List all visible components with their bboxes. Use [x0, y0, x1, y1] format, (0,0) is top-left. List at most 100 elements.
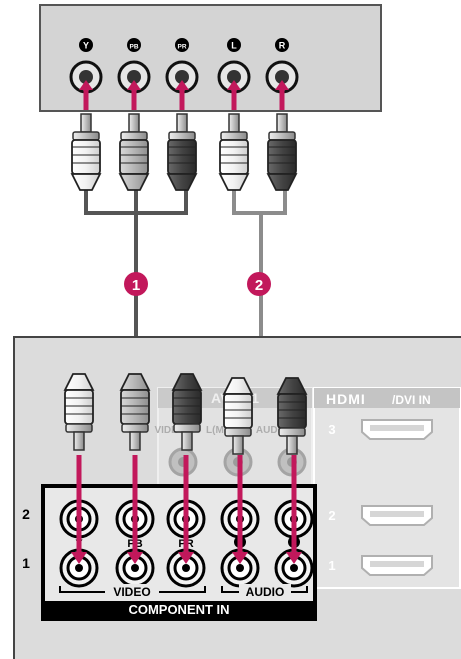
plug-body	[167, 139, 197, 175]
source-jack-label-badge	[79, 38, 93, 52]
source-plug-pr[interactable]	[166, 113, 198, 191]
hdmi-logo: HDMI	[326, 391, 366, 407]
plug-tip	[73, 431, 85, 451]
source-plug-audio-l[interactable]	[218, 113, 250, 191]
component-video-label: VIDEO	[113, 585, 150, 599]
plug-tip	[176, 113, 188, 133]
av-in-audio-label: AUDIO	[256, 425, 288, 436]
component-insertion-arrows	[71, 455, 302, 564]
plug-body	[172, 389, 202, 425]
plug-strain-relief	[171, 373, 203, 391]
source-jack-label-badge	[127, 38, 141, 52]
plug-collar	[224, 427, 252, 437]
source-jack-label: Y	[83, 41, 89, 51]
source-jack-y[interactable]: Y	[69, 38, 103, 110]
plug-tip	[129, 431, 141, 451]
plug-tip	[128, 113, 140, 133]
plug-body	[219, 139, 249, 175]
hdmi-port-1[interactable]: 1	[328, 555, 433, 576]
source-jack-label-badge	[227, 38, 241, 52]
tv-plug-y[interactable]	[63, 373, 95, 451]
plug-collar	[168, 131, 196, 141]
insert-arrow-2	[127, 455, 143, 564]
source-jack-pr[interactable]: PR	[165, 38, 199, 110]
source-jack-hole	[79, 70, 93, 84]
plug-tip	[286, 435, 298, 455]
plug-body	[119, 139, 149, 175]
plug-collar	[65, 423, 93, 433]
plug-body	[64, 389, 94, 425]
plug-collar	[278, 427, 306, 437]
source-jack-label: PR	[177, 44, 186, 51]
plug-collar	[72, 131, 100, 141]
source-jack-pb[interactable]: PB	[117, 38, 151, 110]
component-jack-hole	[131, 564, 139, 572]
av-in-video-label: VIDEO	[154, 425, 185, 436]
plug-tip	[80, 113, 92, 133]
tv-plug-audio-l[interactable]	[222, 377, 254, 455]
hdmi-port-3[interactable]: 3	[328, 419, 433, 440]
source-device-body	[39, 4, 382, 112]
plug-collar	[173, 423, 201, 433]
insert-arrow-head	[127, 552, 143, 564]
hdmi-dvi-block: HDMI /DVI IN 321	[313, 387, 461, 589]
tv-plug-audio-r[interactable]	[276, 377, 308, 455]
plug-strain-relief	[276, 377, 308, 395]
source-jack-label: R	[279, 41, 286, 51]
source-plug-pb[interactable]	[118, 113, 150, 191]
insert-arrow-head	[286, 552, 302, 564]
tv-side-plugs	[63, 373, 308, 455]
component-in-title: COMPONENT IN	[128, 602, 229, 617]
component-jack-row1-1[interactable]	[59, 548, 99, 588]
source-plug-y[interactable]	[70, 113, 102, 191]
insert-arrow-5	[286, 455, 302, 564]
source-jack-hole	[227, 70, 241, 84]
insert-arrow-head	[275, 80, 289, 90]
av-in-jack-video[interactable]	[168, 447, 198, 477]
component-jack-hole	[75, 564, 83, 572]
component-title-bar	[45, 601, 313, 618]
plug-strain-relief	[266, 173, 298, 191]
source-jack-label: L	[231, 41, 237, 51]
source-jack-row: Y PB PR L R	[69, 38, 299, 110]
plug-strain-relief	[218, 173, 250, 191]
hdmi-port-list: 3 2 1	[328, 419, 433, 576]
plug-body	[267, 139, 297, 175]
source-jack-label-badge	[275, 38, 289, 52]
hdmi-port-number: 2	[328, 508, 335, 523]
plug-collar	[268, 131, 296, 141]
plug-strain-relief	[118, 173, 150, 191]
plug-body	[277, 393, 307, 429]
source-side-plugs	[70, 113, 298, 191]
insert-arrow-head	[79, 80, 93, 90]
source-jack-l[interactable]: L	[217, 38, 251, 110]
component-jack-row1-4[interactable]	[220, 548, 260, 588]
component-jack-row1-5[interactable]	[274, 548, 314, 588]
plug-strain-relief	[70, 173, 102, 191]
plug-tip	[232, 435, 244, 455]
plug-body	[223, 393, 253, 429]
plug-strain-relief	[166, 173, 198, 191]
insert-arrow-4	[232, 455, 248, 564]
source-jack-hole	[275, 70, 289, 84]
plug-collar	[220, 131, 248, 141]
tv-plug-pb[interactable]	[119, 373, 151, 451]
source-jack-r[interactable]: R	[265, 38, 299, 110]
component-jack-hole	[236, 564, 244, 572]
plug-tip	[228, 113, 240, 133]
step-badge-1: 1	[124, 272, 148, 296]
tv-plug-pr[interactable]	[171, 373, 203, 451]
plug-tip	[276, 113, 288, 133]
hdmi-port-2[interactable]: 2	[328, 505, 433, 526]
hdmi-port-number: 3	[328, 422, 335, 437]
component-jack-hole	[290, 564, 298, 572]
source-plug-audio-r[interactable]	[266, 113, 298, 191]
insert-arrow-head	[232, 552, 248, 564]
component-row-label-1: 1	[22, 555, 30, 571]
hdmi-socket-slot	[370, 511, 424, 517]
plug-collar	[120, 131, 148, 141]
audio-cable-top-bundle	[232, 190, 287, 215]
hdmi-socket-slot	[370, 425, 424, 431]
